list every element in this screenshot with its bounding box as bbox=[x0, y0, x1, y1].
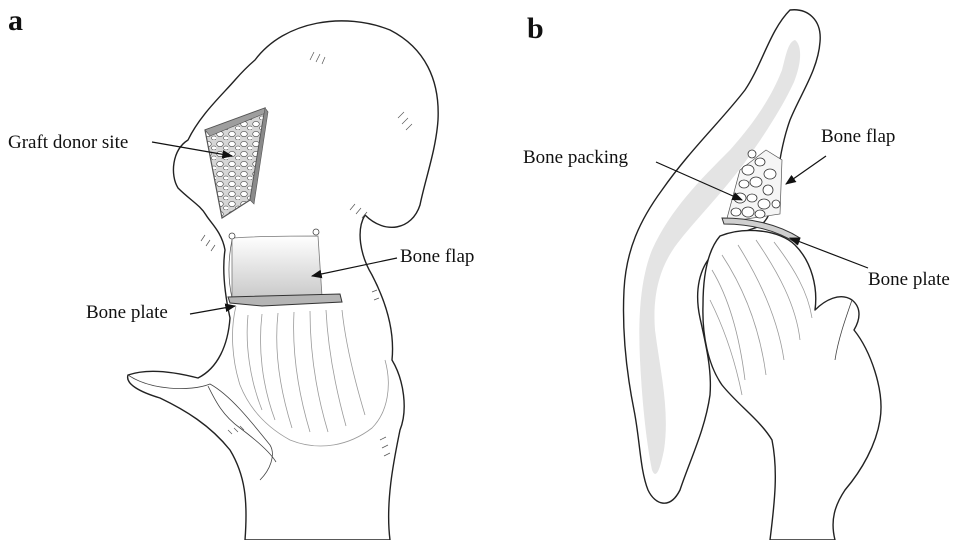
panel-b: b bbox=[523, 10, 950, 540]
pin-left bbox=[229, 233, 235, 239]
label-bone-flap-a: Bone flap bbox=[400, 246, 474, 267]
bone-flap-a bbox=[232, 236, 322, 298]
femur bbox=[703, 230, 881, 540]
label-bone-plate-b: Bone plate bbox=[868, 269, 950, 290]
panel-a: a bbox=[8, 4, 474, 540]
pin-right bbox=[313, 229, 319, 235]
label-bone-plate-a: Bone plate bbox=[86, 302, 168, 323]
leader-bone-flap-b bbox=[786, 156, 826, 184]
label-graft-donor-site: Graft donor site bbox=[8, 132, 128, 153]
label-bone-packing: Bone packing bbox=[523, 147, 629, 168]
label-bone-flap-b: Bone flap bbox=[821, 126, 895, 147]
panel-b-letter: b bbox=[527, 12, 544, 45]
panel-a-letter: a bbox=[8, 4, 23, 37]
